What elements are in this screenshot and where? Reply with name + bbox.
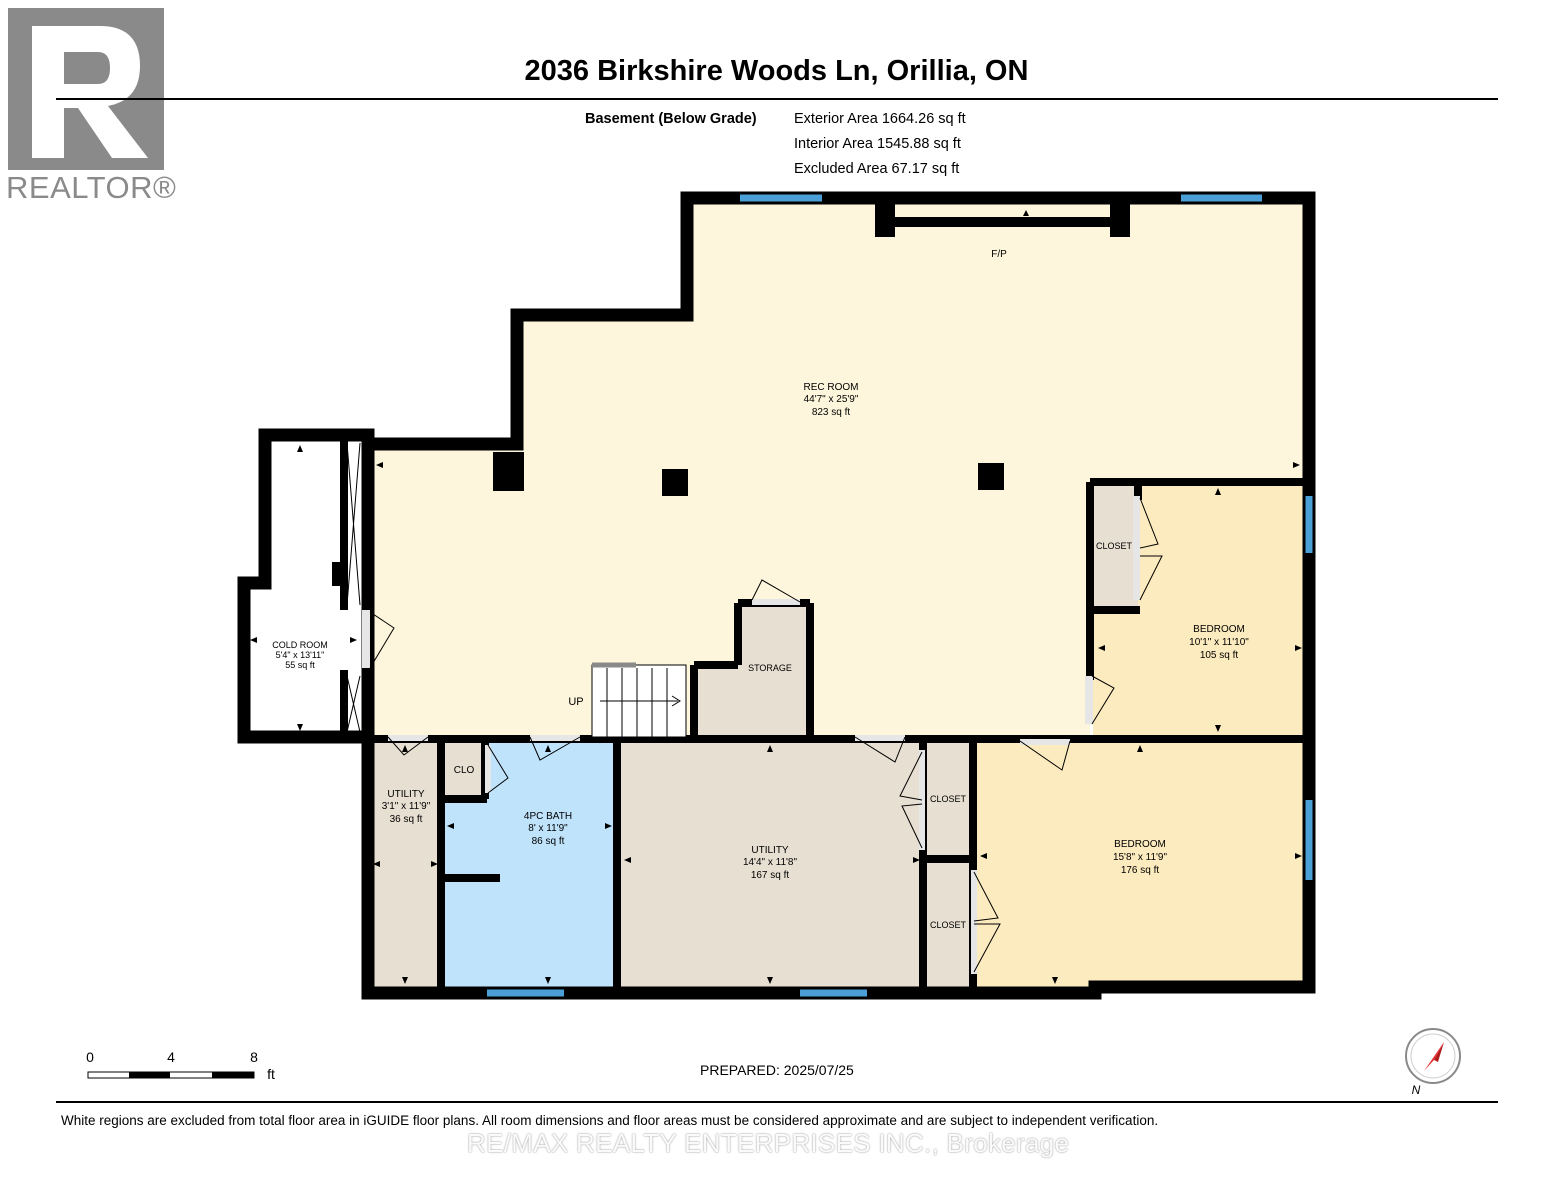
room-fills: [244, 200, 1308, 989]
outer-wall: [361, 191, 1316, 1000]
utility-small-name: UTILITY: [387, 789, 425, 800]
clo-fill: [443, 741, 485, 799]
rec-room-area: 823 sq ft: [812, 407, 851, 418]
walls: [237, 191, 1316, 1000]
exterior-area: Exterior Area 1664.26 sq ft: [794, 111, 966, 127]
floor-label: Basement (Below Grade): [585, 111, 757, 127]
cold-room-shutters: [346, 442, 361, 733]
bedroom-bottom-dims: 15'8" x 11'9": [1113, 852, 1168, 863]
interior-area: Interior Area 1545.88 sq ft: [794, 136, 961, 152]
room-labels: F/P REC ROOM 44'7" x 25'9" 823 sq ft COL…: [272, 249, 1249, 930]
compass-north-label: N: [1412, 1083, 1421, 1097]
storage-notch-fill: [694, 603, 738, 665]
title-divider: [56, 98, 1498, 100]
closet-low-fill: [923, 859, 973, 989]
excluded-area: Excluded Area 67.17 sq ft: [794, 161, 960, 177]
utility-large-fill: [618, 741, 923, 989]
closet-low-label: CLOSET: [930, 920, 967, 930]
bedroom-bottom-area: 176 sq ft: [1121, 865, 1160, 876]
footer-divider: [56, 1101, 1498, 1103]
utility-large-dims: 14'4" x 11'8": [743, 857, 798, 868]
closet-top-label: CLOSET: [1096, 541, 1133, 551]
rec-room-name: REC ROOM: [804, 382, 859, 393]
bath-area: 86 sq ft: [532, 836, 565, 847]
fireplace-label: F/P: [991, 249, 1007, 260]
scale-tick-4: 4: [167, 1049, 175, 1065]
cold-room-name: COLD ROOM: [272, 640, 328, 650]
fireplace-hearth: [895, 217, 1110, 227]
page-title: 2036 Birkshire Woods Ln, Orillia, ON: [524, 55, 1029, 87]
utility-small-area: 36 sq ft: [390, 814, 423, 825]
utility-large-area: 167 sq ft: [751, 870, 790, 881]
bedroom-bottom-name: BEDROOM: [1114, 839, 1166, 850]
scale-tick-8: 8: [250, 1049, 258, 1065]
scale-tick-0: 0: [86, 1049, 94, 1065]
disclaimer-text: White regions are excluded from total fl…: [61, 1113, 1159, 1128]
rec-room-fill: [370, 200, 1308, 739]
cold-room-area: 55 sq ft: [285, 660, 315, 670]
storage-label: STORAGE: [748, 663, 792, 673]
realtor-logo: [8, 8, 164, 170]
brokerage-watermark: RE/MAX REALTY ENTERPRISES INC., Brokerag…: [467, 1128, 1070, 1158]
columns: [332, 200, 1130, 586]
fireplace-arrow: [1023, 210, 1029, 216]
doors: [362, 496, 1163, 974]
bath-dims: 8' x 11'9": [528, 823, 568, 834]
stairs: [591, 662, 687, 738]
bedroom-top-area: 105 sq ft: [1200, 650, 1239, 661]
utility-large-name: UTILITY: [751, 845, 789, 856]
windows: [487, 194, 1313, 997]
realtor-wordmark: REALTOR®: [6, 170, 177, 205]
dimension-arrows: [250, 445, 1302, 984]
bedroom-top-dims: 10'1" x 11'10": [1189, 637, 1249, 648]
closet-mid-fill: [923, 741, 973, 859]
cold-room-wall: [237, 428, 375, 744]
bedroom-top-name: BEDROOM: [1193, 624, 1245, 635]
prepared-date: PREPARED: 2025/07/25: [700, 1062, 854, 1078]
rec-room-dims: 44'7" x 25'9": [804, 394, 859, 405]
clo-label: CLO: [454, 765, 475, 776]
scale-unit: ft: [267, 1066, 275, 1082]
closet-top-fill: [1093, 484, 1138, 608]
utility-small-dims: 3'1" x 11'9": [382, 801, 431, 812]
compass-icon: N: [1405, 1028, 1461, 1097]
scale-bar: 0 4 8 ft: [86, 1049, 275, 1082]
bedroom-bottom-fill: [975, 741, 1305, 989]
stairs-label: UP: [568, 696, 583, 708]
bath-name: 4PC BATH: [524, 811, 572, 822]
closet-mid-label: CLOSET: [930, 794, 967, 804]
cold-room-dims: 5'4" x 13'11": [276, 650, 325, 660]
